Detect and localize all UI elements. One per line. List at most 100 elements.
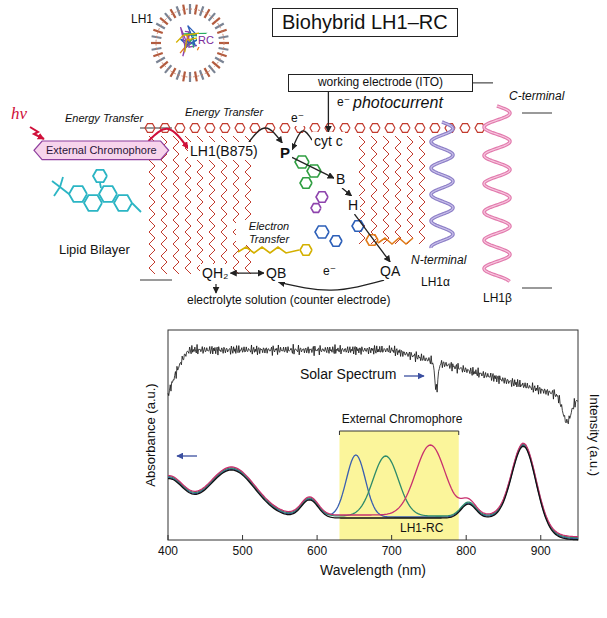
aromatic-ring <box>84 195 102 211</box>
quinone-label: QA <box>378 262 402 280</box>
tick-label: 800 <box>456 545 476 559</box>
electrode-lead <box>473 82 493 83</box>
pheophytin-pigment <box>330 236 342 246</box>
node-text: QH₂ <box>202 265 228 281</box>
electron-symbol: e⁻ <box>290 112 305 126</box>
alpha-helix <box>431 122 453 248</box>
pigment-ring <box>460 124 470 133</box>
pigment-label: B <box>334 170 347 188</box>
pigment-ring <box>190 124 200 133</box>
connector-arrow <box>249 128 282 143</box>
molecular-bond <box>52 181 60 187</box>
tick-label: 400 <box>158 545 178 559</box>
axis-tick <box>168 535 169 540</box>
aromatic-ring <box>114 195 132 211</box>
chromophore-spectrum <box>168 445 578 538</box>
axis-arrow <box>404 375 424 376</box>
terminus-label: N-terminal <box>410 254 467 268</box>
light-bolt <box>30 127 44 139</box>
absorbance-spectrum <box>168 446 578 539</box>
quinol-label: QH₂ <box>200 264 230 282</box>
solar-spectrum <box>168 344 578 424</box>
special-pair-label: P <box>278 143 292 162</box>
lh1-ring <box>156 9 224 77</box>
terminus-label: C-terminal <box>508 90 565 104</box>
antenna-label: LH1(B875) <box>188 142 260 160</box>
pigment-label: H <box>346 196 360 214</box>
pheophytin-pigment <box>352 221 364 231</box>
connector-arrow <box>279 280 385 290</box>
flow-arrow <box>215 284 216 293</box>
node-text: QB <box>266 265 286 281</box>
spectrum-chart <box>168 330 578 540</box>
membrane-boundary <box>522 287 552 289</box>
axis-tick <box>242 535 243 540</box>
special-pair-pigment <box>300 178 312 188</box>
node-text: Biohybrid LH1–RC <box>282 11 448 34</box>
node-text: External Chromophore <box>46 144 157 157</box>
axis-tick <box>540 535 541 540</box>
electron-symbol: e⁻ <box>336 96 351 110</box>
rc-subunit <box>176 33 198 52</box>
node-text: working electrode (ITO) <box>295 76 466 90</box>
pigment-chain <box>395 136 401 244</box>
lh1-helix <box>171 9 176 18</box>
aromatic-ring <box>69 186 87 202</box>
pigment-chain <box>407 136 413 244</box>
axis-title: Absorbance (a.u.) <box>144 383 159 486</box>
molecular-bond <box>132 203 141 212</box>
accessory-pigment <box>316 192 328 202</box>
process-label: Energy Transfer <box>184 106 264 119</box>
lh1-helix <box>171 68 176 77</box>
quinone-a-tail <box>378 238 413 244</box>
connector-arrow <box>328 92 329 132</box>
pigment-ring <box>235 124 245 133</box>
pigment-ring <box>400 124 410 133</box>
pigment-ring <box>385 124 395 133</box>
lh1-helix <box>160 62 168 68</box>
membrane-boundary <box>522 112 552 114</box>
chromophore-molecule <box>52 170 141 212</box>
pigment-ring <box>370 124 380 133</box>
lh1-helix <box>215 24 224 29</box>
helix-label: LH1α <box>420 276 451 290</box>
axis-tick <box>466 535 467 540</box>
molecular-bond <box>100 183 101 188</box>
aromatic-ring <box>99 186 117 202</box>
alpha-helix-highlight <box>431 122 453 248</box>
axis-title: Intensity (a.u.) <box>587 394 602 476</box>
pigment-chain <box>419 136 425 244</box>
membrane-label: Lipid Bilayer <box>58 243 131 258</box>
light-symbol: hν <box>10 104 28 124</box>
pheophytin-pigment <box>315 226 329 238</box>
quinone-label: QB <box>264 264 288 282</box>
aromatic-ring <box>93 170 107 182</box>
connector-arrow <box>354 214 390 262</box>
pigment-ring <box>355 124 365 133</box>
pigment-ring <box>280 124 290 133</box>
connector-arrow <box>292 157 334 178</box>
quinone-b-tail <box>238 247 299 253</box>
node-text: B <box>336 171 345 187</box>
hexagon-shape <box>34 141 169 160</box>
series-label: Solar Spectrum <box>300 366 396 382</box>
plot-frame <box>168 330 578 540</box>
series-label: LH1-RC <box>400 522 443 536</box>
pigment-ring <box>205 124 215 133</box>
quinone-b-ring <box>300 245 312 255</box>
chromophore-region <box>339 431 458 540</box>
node-text: P <box>280 144 290 161</box>
pigment-chain <box>173 136 179 274</box>
node-text: QA <box>380 263 400 279</box>
pigment-ring <box>415 124 425 133</box>
pigment-ring <box>145 124 155 133</box>
beta-helix <box>484 106 510 282</box>
helix-label: LH1β <box>482 292 513 306</box>
molecular-bond <box>60 177 63 187</box>
title-box: Biohybrid LH1–RC <box>272 8 458 37</box>
lh1-helix <box>219 36 229 38</box>
axis-tick <box>391 535 392 540</box>
solution-label: electrolyte solution (counter electrode) <box>186 294 391 308</box>
node-text: LH1(B875) <box>190 143 258 159</box>
node-text: cyt c <box>314 133 343 149</box>
